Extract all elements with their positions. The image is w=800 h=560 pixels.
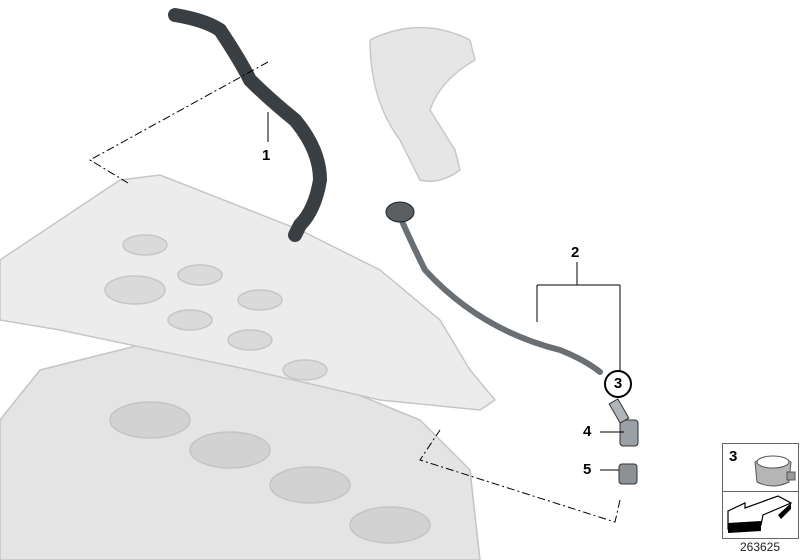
part-label-4: 4 xyxy=(583,423,592,440)
diagram-number: 263625 xyxy=(739,540,781,554)
part-2-fitting xyxy=(385,201,415,223)
legend-label: 3 xyxy=(729,448,738,465)
engine-block xyxy=(0,329,481,560)
direction-arrow-icon xyxy=(727,495,793,533)
intake-hose xyxy=(369,26,476,182)
leader-lines xyxy=(89,61,624,523)
part-1-vent-hose xyxy=(168,8,328,242)
part-2-vent-line xyxy=(395,209,603,375)
legend-arrow-cell xyxy=(723,491,798,538)
part-4-connector xyxy=(608,398,639,447)
legend-clamp-cell: 3 xyxy=(723,444,798,492)
part-label-3: 3 xyxy=(604,370,632,398)
part-label-1: 1 xyxy=(262,147,271,164)
part-label-5: 5 xyxy=(583,461,592,478)
legend-box: 3 xyxy=(722,443,799,539)
part-5-plug xyxy=(618,463,638,485)
hose-clamp-icon xyxy=(754,455,796,487)
cylinder-head-cover xyxy=(0,174,497,411)
part-label-2: 2 xyxy=(571,244,580,261)
